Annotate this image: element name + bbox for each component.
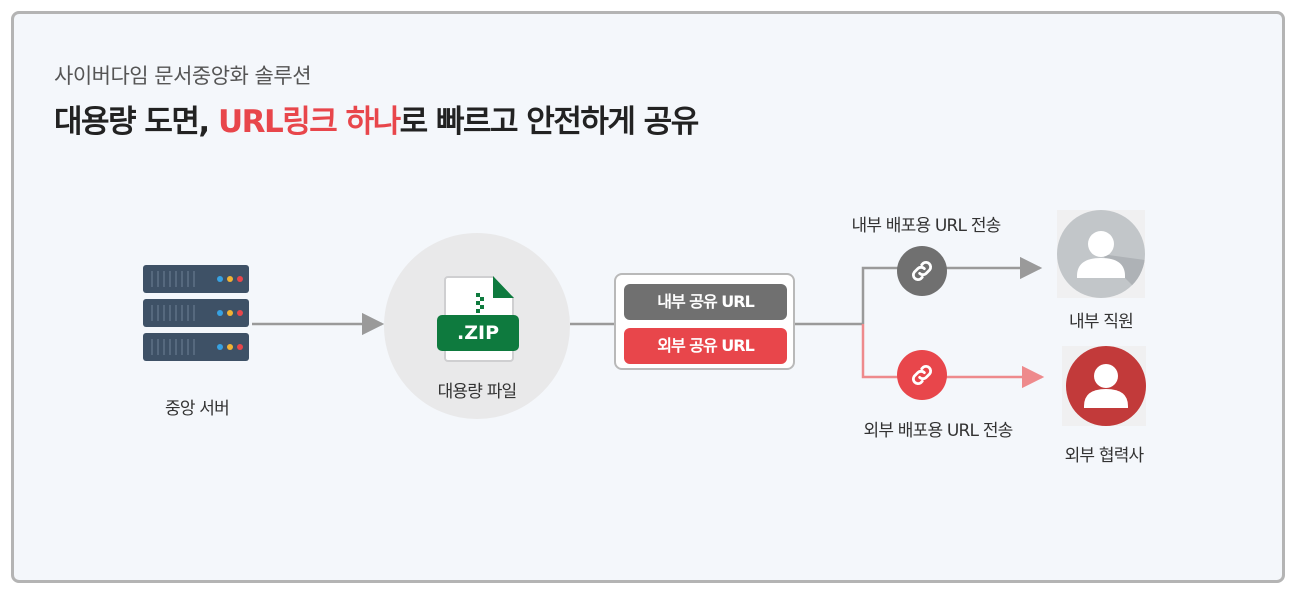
edge-internal <box>861 256 1043 324</box>
internal-link-icon <box>897 246 947 296</box>
url-box: 내부 공유 URL 외부 공유 URL <box>614 273 795 370</box>
internal-recipient-label: 내부 직원 <box>1069 312 1134 332</box>
title-part1: 대용량 도면, <box>54 104 218 140</box>
server-unit <box>143 299 249 327</box>
external-user-icon <box>1066 346 1146 426</box>
title-accent: URL링크 하나 <box>217 104 401 140</box>
external-link-icon <box>897 350 947 400</box>
title-part2: 로 빠르고 안전하게 공유 <box>399 104 700 140</box>
server-unit <box>143 333 249 361</box>
external-edge-label: 외부 배포용 URL 전송 <box>863 421 1013 441</box>
server-label: 중앙 서버 <box>165 399 230 419</box>
internal-url-badge: 내부 공유 URL <box>624 284 787 320</box>
zipper-icon <box>476 293 484 315</box>
external-recipient-label: 외부 협력사 <box>1064 446 1145 466</box>
internal-edge-label: 내부 배포용 URL 전송 <box>851 216 1001 236</box>
diagram-subtitle: 사이버다임 문서중앙화 솔루션 <box>54 64 312 88</box>
file-label: 대용량 파일 <box>437 382 518 402</box>
server-unit <box>143 265 249 293</box>
diagram-title: 대용량 도면, URL링크 하나로 빠르고 안전하게 공유 <box>54 96 700 141</box>
zip-badge: .ZIP <box>437 315 519 351</box>
internal-user-icon <box>1057 210 1145 298</box>
external-url-badge: 외부 공유 URL <box>624 328 787 364</box>
server-icon <box>143 265 249 367</box>
edge-external <box>861 324 1045 389</box>
